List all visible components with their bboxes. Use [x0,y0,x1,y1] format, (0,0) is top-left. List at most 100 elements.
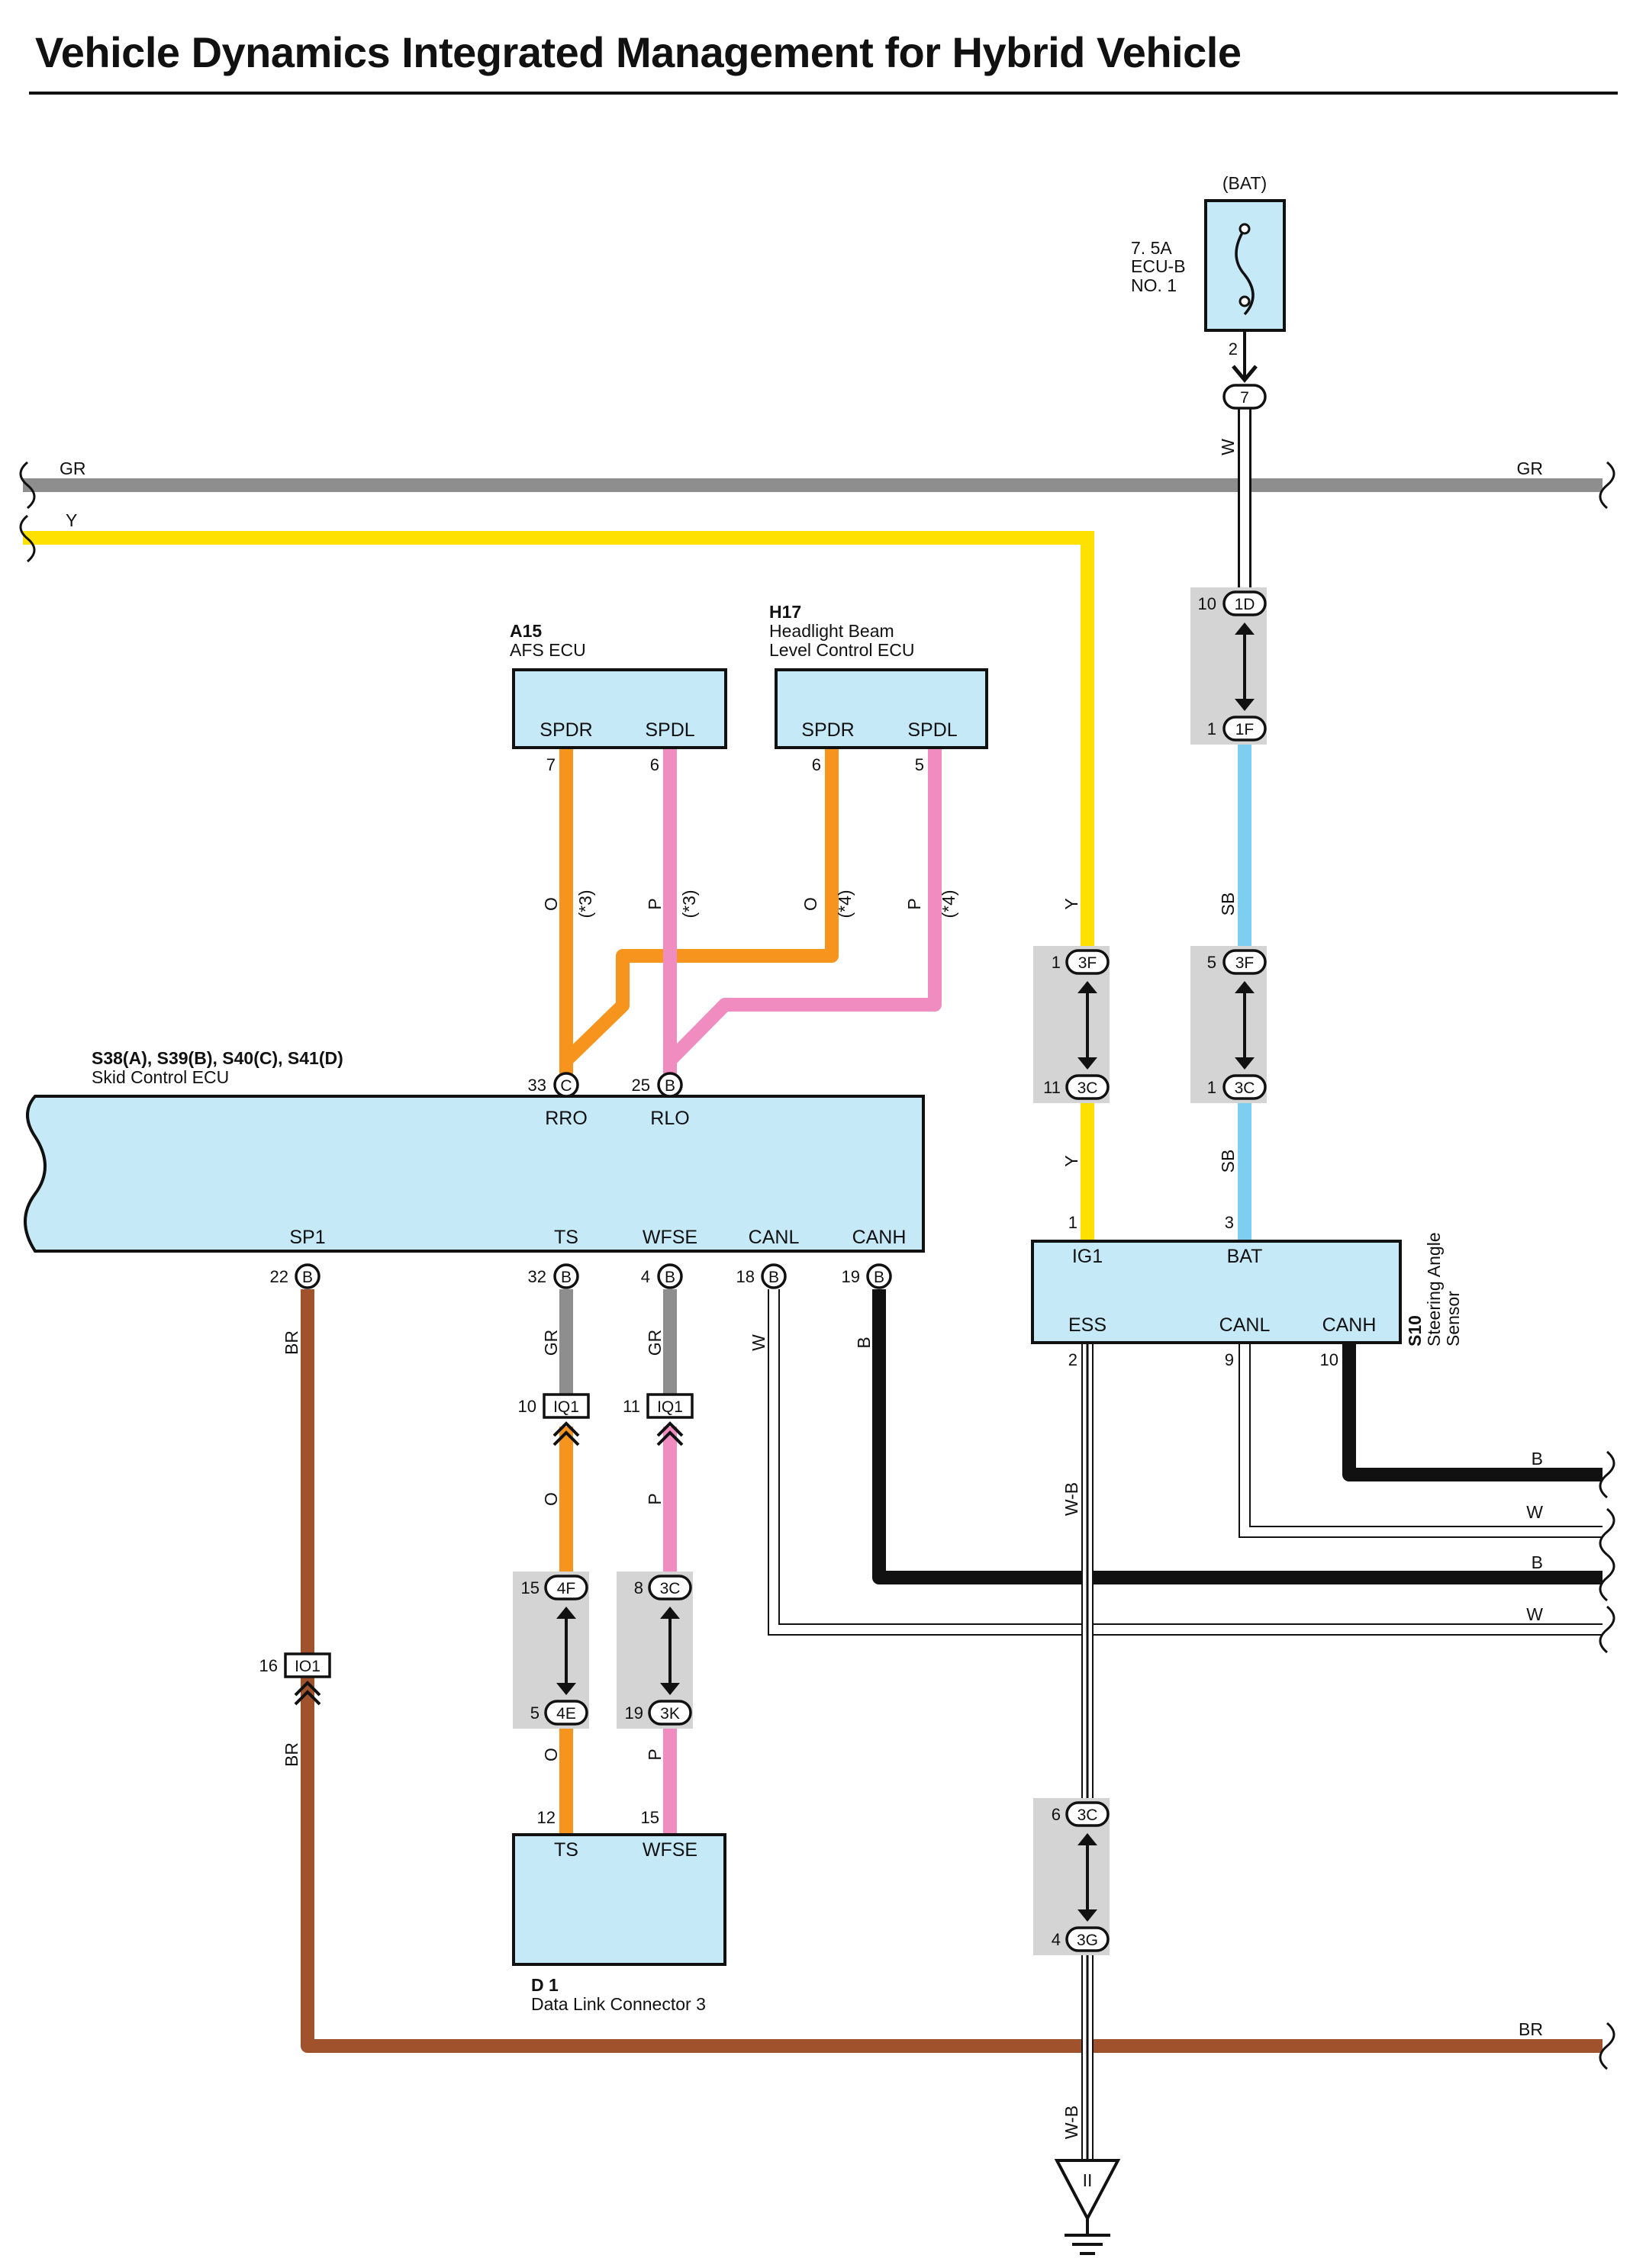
wire-br [301,1289,1603,2053]
fuse-number: NO. 1 [1131,275,1177,295]
connector-iq1-wfse-no: 11 [623,1397,640,1416]
wire-label-br-right: BR [1519,2019,1543,2039]
headlight-pin-spdl: SPDL [907,719,957,741]
junction-1d-no: 10 [1198,594,1216,613]
wire-o-headlight [561,748,839,1066]
junction-3k [648,1700,692,1726]
junction-3c-sb-no: 1 [1207,1078,1216,1097]
headlight-pin-spdl-no: 5 [915,755,924,774]
dlc-pin-wfse-no: 15 [641,1808,659,1827]
junction-3f-y [1065,949,1110,975]
afs-pin-spdl-no: 6 [650,755,659,774]
connector-iq1-ts [543,1393,590,1419]
junction-1d [1222,590,1267,616]
sensor-code: S10 [1405,1315,1425,1346]
junction-3c-p [648,1575,692,1600]
wire-label-p-headlight: P [904,898,924,909]
afs-pin-spdr: SPDR [540,719,592,741]
skid-pin-wfse-no: 4 [641,1267,650,1286]
wire-label-p-afs: P [645,898,665,909]
junction-3c-sb [1222,1074,1267,1100]
junction-3k-no: 19 [625,1703,643,1723]
fuse-terminal-top [1239,223,1251,235]
junction-7 [1222,384,1267,410]
wire-label-b-right-1: B [1532,1449,1543,1469]
wire-b-skid-canh [872,1289,1603,1584]
junction-3c-g-code: 3C [1077,1806,1098,1824]
fuse-rating: 7. 5A [1131,238,1172,258]
wire-label-o-mid: O [541,1492,561,1506]
connector-iq1-ts-chevron-icon [552,1421,580,1446]
junction-3c-sb-code: 3C [1235,1079,1255,1097]
skid-pin-wfse [657,1263,683,1289]
break-left-y [19,514,36,563]
junction-4e [544,1700,588,1726]
skid-pin-rlo-conn: B [665,1077,675,1095]
break-right-b1 [1599,1450,1615,1499]
wire-label-gr-ts: GR [541,1330,561,1356]
wire-label-w-right-1: W [1526,1502,1543,1522]
wire-label-wb-lower: W-B [1061,2106,1081,2139]
dlc-pin-wfse-name: WFSE [643,1839,697,1861]
sensor-name-1: Steering Angle [1424,1232,1444,1346]
skid-pin-canh-no: 19 [842,1267,860,1286]
sensor-pin-ess-no: 2 [1068,1350,1077,1369]
junction-4f-code: 4F [557,1580,576,1597]
skid-pin-ts-no: 32 [528,1267,546,1286]
junction-3f-y-code: 3F [1078,954,1097,972]
skid-code: S38(A), S39(B), S40(C), S41(D) [92,1048,343,1068]
connector-iq1-ts-no: 10 [518,1397,536,1416]
skid-pin-canh-conn: B [874,1269,884,1286]
sensor-pin-canl-no: 9 [1225,1350,1234,1369]
wire-label-b-right-2: B [1532,1552,1543,1572]
skid-pin-canh [866,1263,892,1289]
skid-pin-rro-no: 33 [528,1076,546,1095]
junction-1f-code: 1F [1235,721,1255,738]
skid-pin-sp1-name: SP1 [289,1227,325,1248]
fuse-name: ECU-B [1131,256,1186,276]
wire-p-headlight [665,748,942,1066]
note-4-headlight-o: (*4) [835,890,855,918]
skid-pin-sp1-no: 22 [270,1267,288,1286]
skid-pin-ts [553,1263,579,1289]
junction-1f-no: 1 [1207,719,1216,738]
wire-label-p-lower: P [645,1748,665,1760]
junction-3f-sb-no: 5 [1207,953,1216,972]
junction-3c-g-no: 6 [1052,1805,1061,1824]
sensor-pin-ig1-name: IG1 [1072,1246,1103,1267]
break-right-b2 [1599,1553,1615,1602]
sensor-pin-canh-no: 10 [1320,1350,1338,1369]
junction-3g-no: 4 [1052,1930,1061,1949]
afs-pin-spdl: SPDL [645,719,694,741]
skid-pin-canl-no: 18 [736,1267,755,1286]
wire-label-o-headlight: O [800,897,820,911]
skid-pin-sp1 [295,1263,321,1289]
junction-7-label: 7 [1240,389,1249,407]
junction-4e-code: 4E [556,1705,576,1723]
skid-pin-rlo-name: RLO [650,1108,689,1129]
wire-label-p-mid: P [645,1493,665,1504]
skid-pin-canh-name: CANH [852,1227,907,1248]
afs-pin-spdr-no: 7 [546,755,556,774]
junction-3f-sb-code: 3F [1235,954,1255,972]
connector-iq1-wfse-chevron-icon [656,1421,684,1446]
wire-label-b-skid: B [854,1337,874,1348]
dlc-pin-ts-no: 12 [537,1808,556,1827]
break-right-w1 [1599,1507,1615,1556]
wire-label-wb-upper: W-B [1061,1482,1081,1516]
dlc-box [512,1833,726,1966]
connector-iq1-wfse-code: IQ1 [657,1398,683,1416]
note-3-afs-p: (*3) [679,890,699,918]
skid-pin-canl-conn: B [768,1269,779,1286]
fuse-icon [1235,228,1255,316]
wire-b-sensor-canh [1342,1343,1603,1481]
junction-1f [1222,716,1267,742]
wire-label-br-upper: BR [282,1330,301,1355]
headlight-code: H17 [769,602,801,622]
junction-4f-no: 15 [521,1578,540,1597]
wire-label-gr-right: GR [1517,458,1544,478]
wire-label-y-lower: Y [1061,1155,1081,1166]
headlight-name-2: Level Control ECU [769,640,914,660]
junction-3g-code: 3G [1077,1932,1098,1949]
